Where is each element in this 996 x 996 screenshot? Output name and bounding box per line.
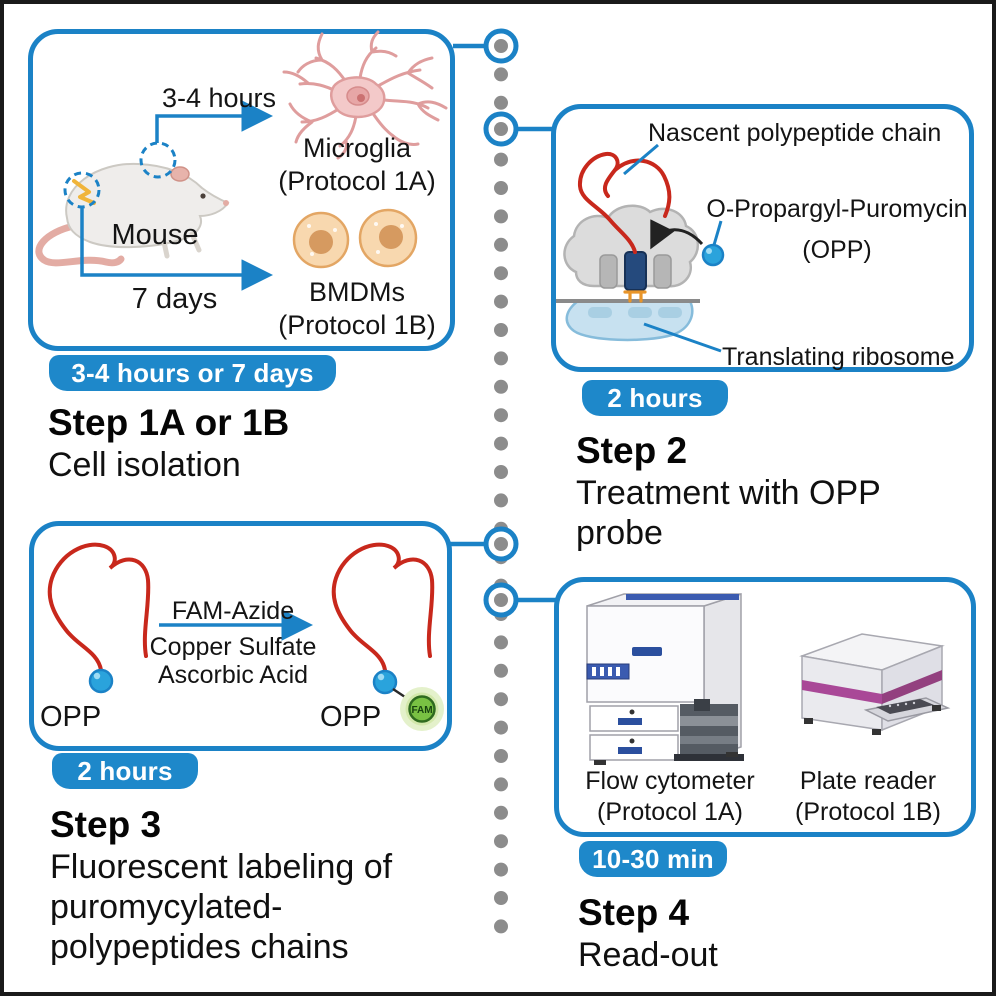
flow-cytometer-caption: Flow cytometer (Protocol 1A) xyxy=(574,766,766,828)
translating-ribosome-label: Translating ribosome xyxy=(722,343,955,371)
step3-subtitle-line1: Fluorescent labeling of xyxy=(50,847,393,886)
step1-duration-badge: 3-4 hours or 7 days xyxy=(49,355,336,391)
step1-subtitle: Cell isolation xyxy=(48,445,241,484)
timeline-node-1 xyxy=(483,28,519,64)
step3-duration-badge: 2 hours xyxy=(52,753,198,789)
bmdm-name: BMDMs xyxy=(309,277,405,307)
timeline-nodes xyxy=(483,28,519,618)
timeline-node-3 xyxy=(483,526,519,562)
step3-heading: Step 3 Fluorescent labeling of puromycyl… xyxy=(50,804,392,967)
plate-reader-caption: Plate reader (Protocol 1B) xyxy=(779,766,957,828)
opp-abbrev-label: (OPP) xyxy=(802,236,872,264)
step2-subtitle-line2: probe xyxy=(576,514,663,553)
bmdm-caption: BMDMs (Protocol 1B) xyxy=(272,276,442,343)
opp-left-label: OPP xyxy=(40,701,102,733)
timeline-node-4 xyxy=(483,582,519,618)
flow-cytometer-name: Flow cytometer xyxy=(585,767,755,795)
step2-subtitle-line1: Treatment with OPP xyxy=(576,473,881,512)
step4-subtitle: Read-out xyxy=(578,935,718,974)
step4-title: Step 4 xyxy=(578,892,690,933)
timeline-connectors xyxy=(450,43,556,603)
step1-title: Step 1A or 1B xyxy=(48,402,290,443)
timeline-node-2 xyxy=(483,111,519,147)
step4-heading: Step 4 Read-out xyxy=(578,892,718,975)
microglia-name: Microglia xyxy=(302,133,412,163)
step3-title: Step 3 xyxy=(50,804,162,845)
step2-duration-badge: 2 hours xyxy=(582,380,728,416)
microglia-protocol: (Protocol 1A) xyxy=(278,166,436,197)
microglia-caption: Microglia (Protocol 1A) xyxy=(272,132,442,199)
opp-right-label: OPP xyxy=(320,701,382,733)
step2-title: Step 2 xyxy=(576,430,688,471)
step3-subtitle-line3: polypeptides chains xyxy=(50,928,349,967)
plate-reader-protocol: (Protocol 1B) xyxy=(795,798,941,826)
reagent-copper-sulfate: Copper Sulfate xyxy=(149,633,317,661)
reagent-ascorbic-acid: Ascorbic Acid xyxy=(157,661,309,689)
flow-cytometer-protocol: (Protocol 1A) xyxy=(597,798,743,826)
step4-duration-badge: 10-30 min xyxy=(579,841,727,877)
bmdm-time-label: 7 days xyxy=(131,283,218,315)
reagent-fam-azide: FAM-Azide xyxy=(171,597,295,625)
opp-name-label: O-Propargyl-Puromycin xyxy=(706,195,968,223)
step2-heading: Step 2 Treatment with OPP probe xyxy=(576,430,881,553)
bmdm-protocol: (Protocol 1B) xyxy=(278,310,436,341)
nascent-chain-label: Nascent polypeptide chain xyxy=(648,119,942,147)
step3-subtitle-line2: puromycylated- xyxy=(50,888,283,927)
microglia-time-label: 3-4 hours xyxy=(161,83,277,113)
plate-reader-name: Plate reader xyxy=(799,767,937,795)
mouse-label: Mouse xyxy=(111,219,199,251)
step1-heading: Step 1A or 1B Cell isolation xyxy=(48,402,289,485)
